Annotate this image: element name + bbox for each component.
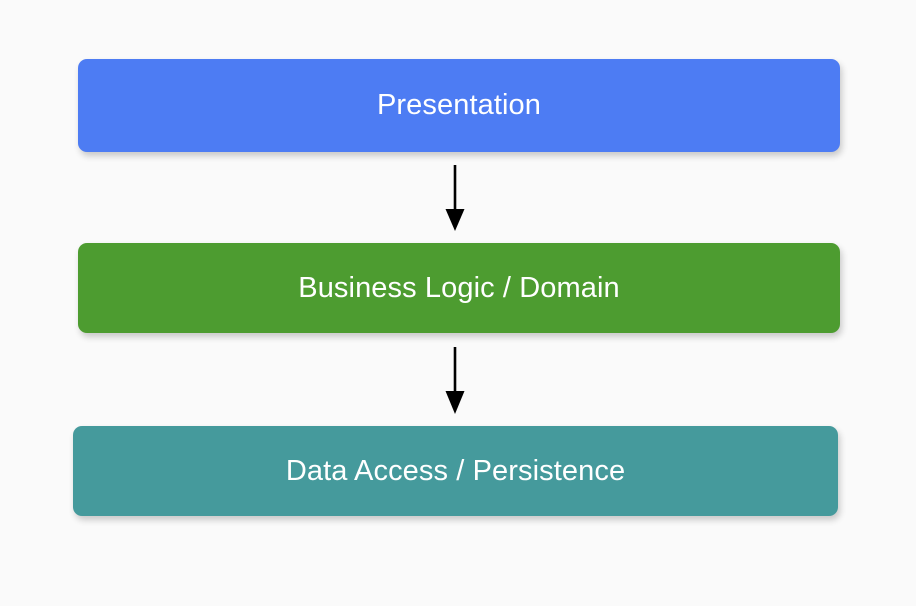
layer-label-presentation: Presentation	[376, 89, 542, 121]
layer-label-data-access: Data Access / Persistence	[285, 454, 626, 487]
arrow-down-icon-presentation-to-business	[445, 165, 465, 231]
layer-box-data-access[interactable]: Data Access / Persistence	[73, 426, 838, 516]
layer-label-business-logic: Business Logic / Domain	[298, 271, 620, 304]
layer-box-business-logic[interactable]: Business Logic / Domain	[78, 243, 840, 333]
arrow-down-icon-business-to-data	[445, 347, 465, 414]
layer-box-presentation[interactable]: Presentation	[78, 59, 840, 152]
